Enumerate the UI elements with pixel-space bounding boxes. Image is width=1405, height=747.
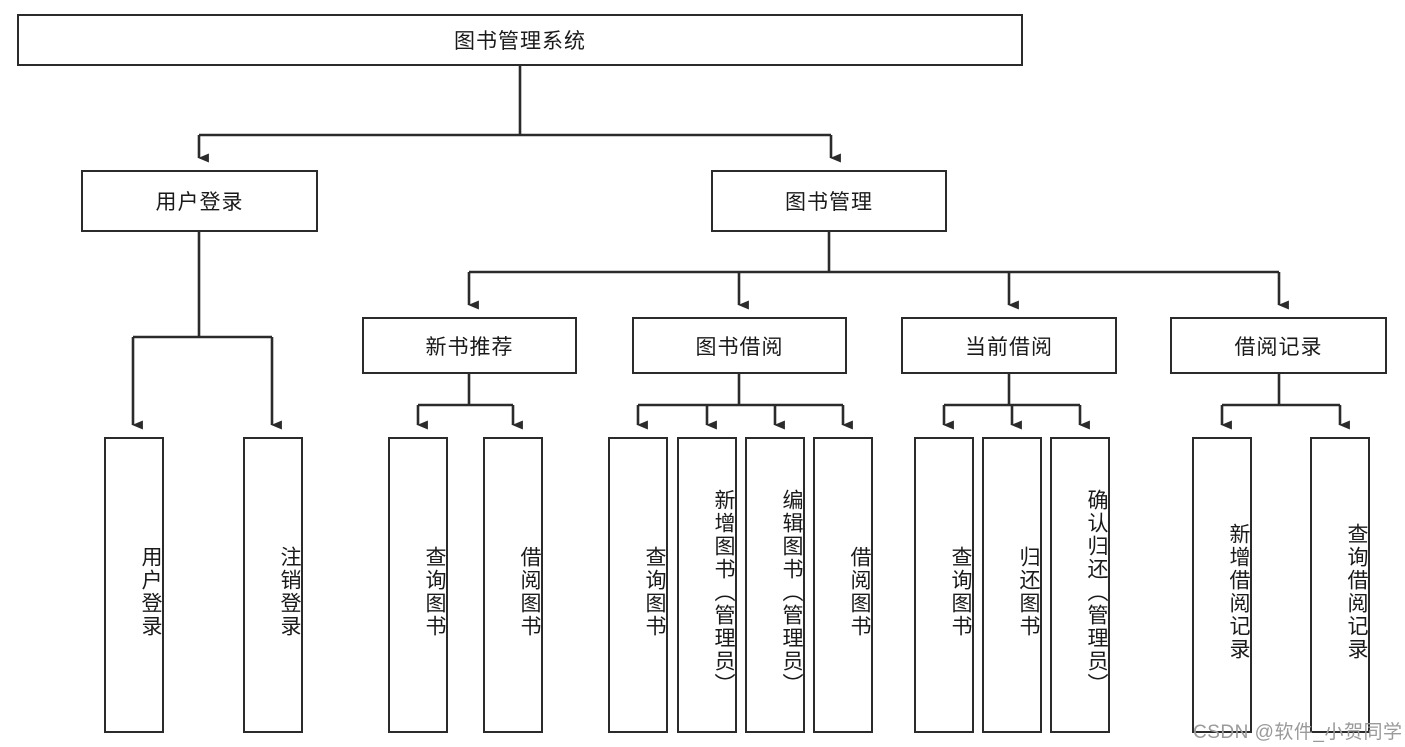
node-new-book-rec-label: 新书推荐 [425, 335, 514, 359]
node-leaf-confirm-return-label: 确认归还（管理员） [1085, 488, 1108, 696]
node-leaf-add-book-label: 新增图书（管理员） [712, 488, 735, 696]
node-leaf-edit-book[interactable]: 编辑图书（管理员） [745, 437, 805, 733]
node-leaf-query-book-label: 查询图书 [643, 546, 666, 638]
node-leaf-query-record[interactable]: 查询借阅记录 [1310, 437, 1370, 733]
node-borrow-record-label: 借阅记录 [1234, 335, 1323, 359]
node-leaf-user-logout-label: 注销登录 [278, 546, 301, 638]
node-root[interactable]: 图书管理系统 [17, 14, 1023, 66]
node-new-book-rec[interactable]: 新书推荐 [362, 317, 577, 374]
node-leaf-user-login[interactable]: 用户登录 [104, 437, 164, 733]
node-leaf-borrow-book[interactable]: 借阅图书 [813, 437, 873, 733]
node-book-manage[interactable]: 图书管理 [711, 170, 947, 232]
node-book-manage-label: 图书管理 [785, 191, 873, 214]
node-leaf-query-book-cur[interactable]: 查询图书 [914, 437, 974, 733]
node-leaf-confirm-return[interactable]: 确认归还（管理员） [1050, 437, 1110, 733]
node-leaf-borrow-book-rec-label: 借阅图书 [518, 546, 541, 638]
node-leaf-borrow-book-rec[interactable]: 借阅图书 [483, 437, 543, 733]
node-user-login-label: 用户登录 [155, 191, 244, 214]
node-current-borrow-label: 当前借阅 [965, 335, 1053, 359]
node-leaf-return-book[interactable]: 归还图书 [982, 437, 1042, 733]
node-leaf-query-book-cur-label: 查询图书 [949, 546, 972, 638]
node-leaf-add-record[interactable]: 新增借阅记录 [1192, 437, 1252, 733]
node-book-borrow[interactable]: 图书借阅 [632, 317, 847, 374]
csdn-watermark: CSDN @软件_小贺同学 [1193, 722, 1403, 743]
node-book-borrow-label: 图书借阅 [695, 335, 784, 359]
node-current-borrow[interactable]: 当前借阅 [901, 317, 1117, 374]
node-leaf-add-record-label: 新增借阅记录 [1227, 523, 1250, 661]
node-leaf-user-login-label: 用户登录 [139, 546, 162, 638]
node-root-label: 图书管理系统 [454, 30, 586, 53]
node-leaf-edit-book-label: 编辑图书（管理员） [780, 488, 803, 696]
node-leaf-borrow-book-label: 借阅图书 [848, 546, 871, 638]
node-leaf-query-book-rec-label: 查询图书 [423, 546, 446, 638]
node-leaf-add-book[interactable]: 新增图书（管理员） [677, 437, 737, 733]
node-leaf-query-book[interactable]: 查询图书 [608, 437, 668, 733]
node-borrow-record[interactable]: 借阅记录 [1170, 317, 1387, 374]
node-leaf-query-book-rec[interactable]: 查询图书 [388, 437, 448, 733]
node-leaf-user-logout[interactable]: 注销登录 [243, 437, 303, 733]
node-leaf-query-record-label: 查询借阅记录 [1345, 523, 1368, 661]
node-user-login[interactable]: 用户登录 [81, 170, 318, 232]
node-leaf-return-book-label: 归还图书 [1017, 546, 1040, 638]
